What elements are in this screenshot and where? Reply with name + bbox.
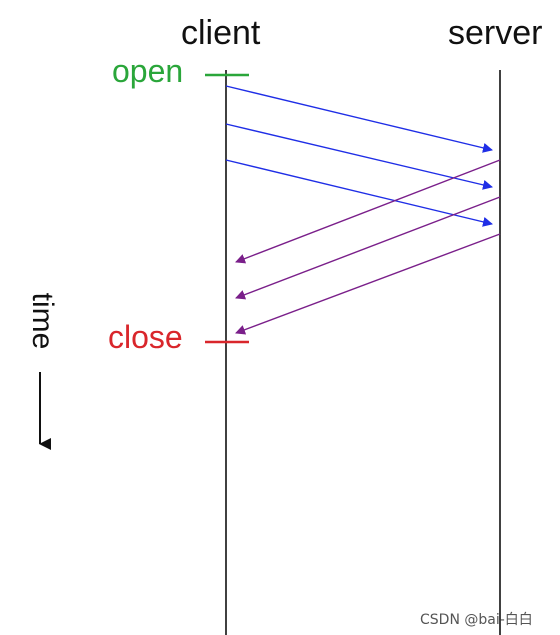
request-arrow-3	[225, 159, 493, 227]
response-arrow-3	[235, 233, 501, 335]
server-label: server	[448, 14, 543, 52]
response-arrow-2	[235, 196, 501, 300]
time-label-text: time	[26, 292, 59, 350]
close-label: close	[108, 319, 183, 355]
request-arrow-1	[225, 85, 493, 153]
response-arrow-1	[235, 159, 501, 264]
request-arrow-2	[225, 123, 493, 190]
client-label: client	[181, 14, 261, 52]
watermark: CSDN @bai-白白	[420, 612, 533, 628]
open-label: open	[112, 53, 184, 89]
time-axis-label: time	[22, 286, 62, 356]
